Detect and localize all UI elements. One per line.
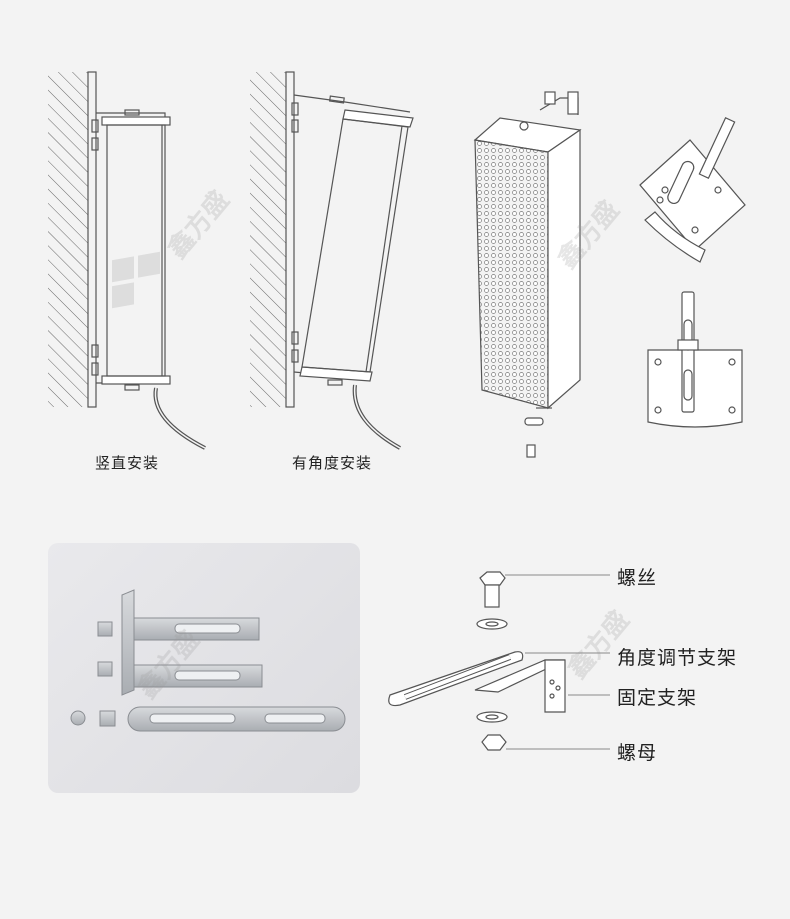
column-speaker-drawing — [473, 91, 582, 458]
vertical-install-drawing — [48, 71, 206, 450]
caption-vertical-install: 竖直安装 — [95, 454, 160, 472]
label-angle-bracket: 角度调节支架 — [617, 647, 738, 669]
bracket-detail-angled — [639, 116, 746, 263]
label-fixed-bracket: 固定支架 — [617, 687, 698, 709]
svg-text:鑫方盛: 鑫方盛 — [162, 185, 236, 265]
caption-angled-install: 有角度安装 — [292, 454, 373, 472]
exploded-parts-drawing — [388, 571, 566, 751]
leader-lines — [505, 574, 610, 750]
hardware-photo-parts — [70, 589, 346, 732]
label-screw: 螺丝 — [617, 567, 658, 589]
bracket-detail-flat — [647, 291, 743, 428]
label-nut: 螺母 — [617, 742, 658, 764]
angled-install-drawing — [250, 71, 414, 450]
